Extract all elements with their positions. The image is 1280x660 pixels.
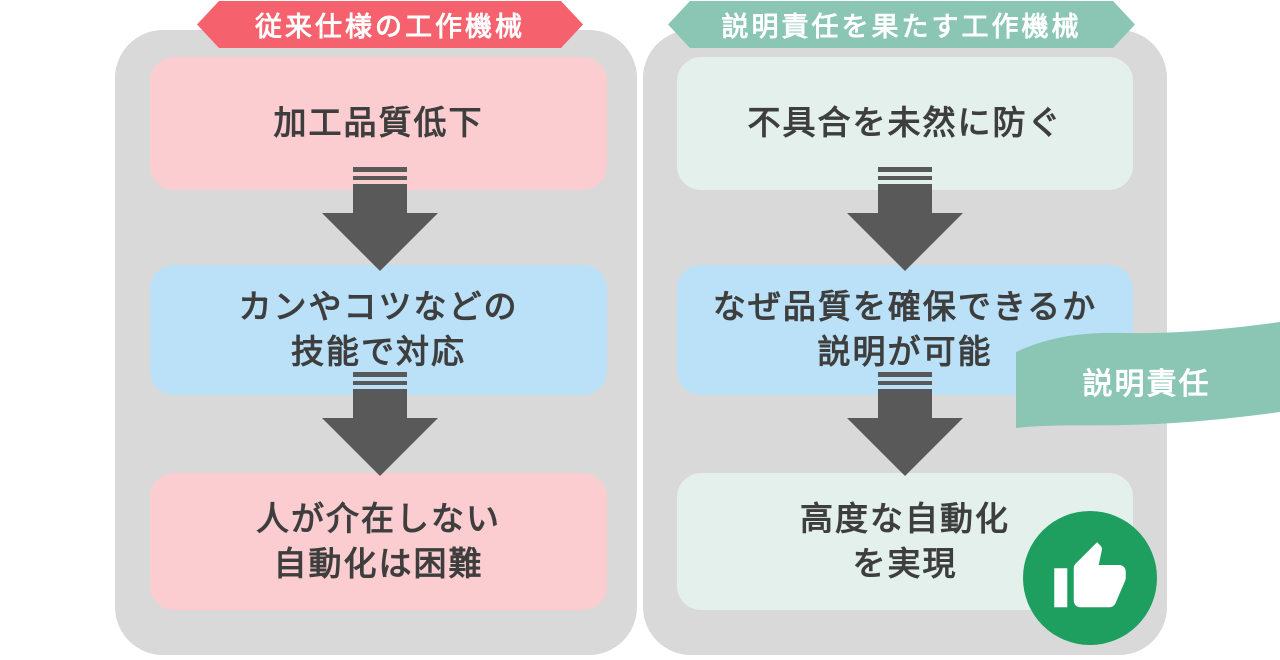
step-box-automation-difficult: 人が介在しない 自動化は困難 [150, 473, 607, 610]
step-text: なぜ品質を確保できるか 説明が可能 [712, 288, 1098, 370]
banner-accountable-label: 説明責任を果たす工作機械 [721, 12, 1082, 42]
banner-conventional: 従来仕様の工作機械 [197, 1, 583, 48]
step-text: 不具合を未然に防ぐ [747, 104, 1063, 142]
arrow-stripe [878, 377, 932, 381]
arrow-stripe [878, 385, 932, 389]
down-arrow-icon [847, 167, 963, 271]
arrow-stripe [353, 180, 407, 184]
step-text: 加工品質低下 [273, 104, 484, 142]
thumbs-up-icon [1054, 542, 1126, 608]
step-text: 人が介在しない 自動化は困難 [256, 499, 501, 582]
arrow-stripe [878, 172, 932, 176]
step-text: カンやコツなどの 技能で対応 [238, 288, 519, 370]
banner-conventional-label: 従来仕様の工作機械 [255, 12, 525, 42]
accountability-ribbon: 説明責任 [1013, 322, 1280, 434]
arrow-stripe [353, 377, 407, 381]
step-text: 高度な自動化 を実現 [800, 499, 1010, 582]
arrow-head [847, 418, 963, 476]
down-arrow-icon [322, 372, 438, 476]
down-arrow-icon [322, 167, 438, 271]
thumbs-up-badge [1023, 511, 1157, 645]
down-arrow-icon [847, 372, 963, 476]
arrow-stripe [353, 172, 407, 176]
arrow-stripe [353, 385, 407, 389]
arrow-head [322, 213, 438, 271]
arrow-head [322, 418, 438, 476]
arrow-stripe [878, 180, 932, 184]
ribbon-shape [1016, 322, 1280, 428]
banner-accountable: 説明責任を果たす工作機械 [668, 1, 1135, 48]
accountability-ribbon-label: 説明責任 [1082, 368, 1211, 401]
arrow-head [847, 213, 963, 271]
